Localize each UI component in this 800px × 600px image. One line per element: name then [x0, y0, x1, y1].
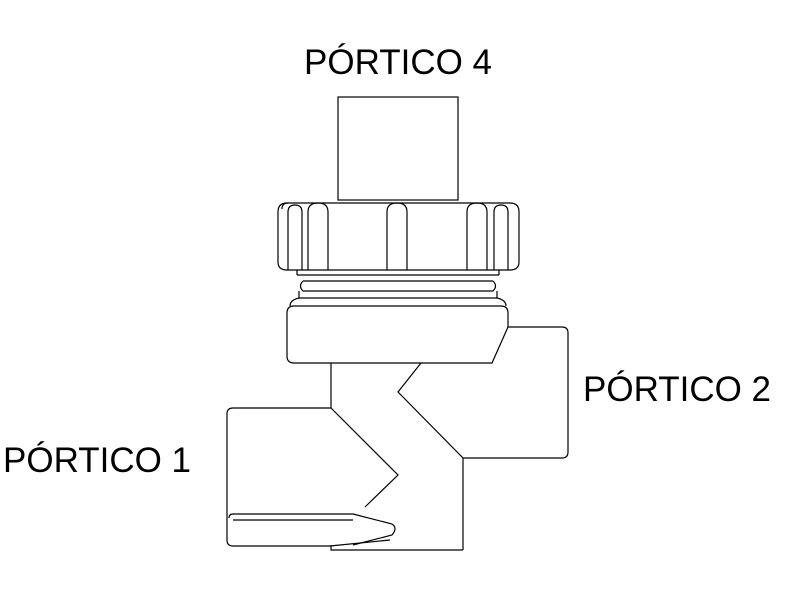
port-1-inlet — [226, 407, 463, 551]
port-4-label: PÓRTICO 4 — [304, 43, 493, 82]
body-collar — [286, 305, 509, 364]
port-2-label: PÓRTICO 2 — [583, 370, 772, 409]
body-core — [330, 362, 464, 550]
port-1-label: PÓRTICO 1 — [3, 441, 192, 480]
port-2-outlet — [463, 326, 569, 459]
port-4-tube — [337, 96, 459, 201]
nut-ribs — [287, 202, 509, 270]
union-nut — [277, 202, 520, 307]
